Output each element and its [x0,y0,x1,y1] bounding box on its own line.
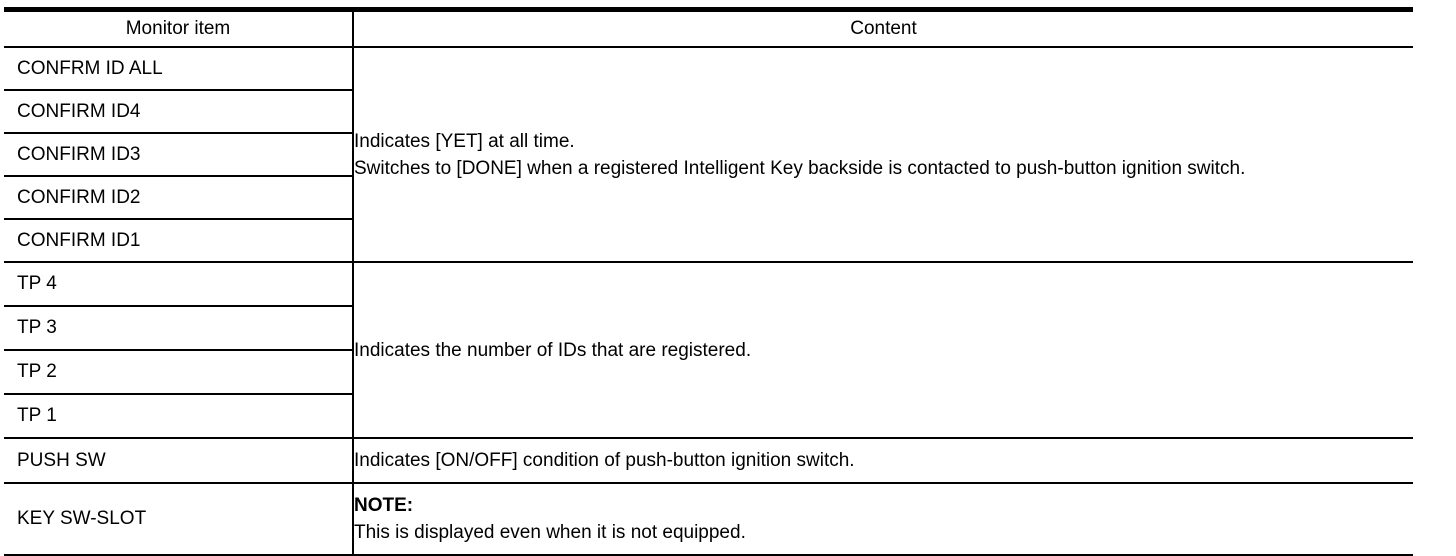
content-cell: Indicates [YET] at all time. Switches to… [352,47,1413,263]
table-row: TP 1 [4,394,1413,439]
content-line: This is displayed even when it is not eq… [354,522,746,543]
content-text: Indicates [YET] at all time. Switches to… [354,128,1359,182]
monitor-item-cell: TP 2 [4,350,353,395]
monitor-item-cell: CONFIRM ID1 [4,219,353,263]
content-text: Indicates the number of IDs that are reg… [354,337,1359,364]
content-cell: Indicates the number of IDs that are reg… [352,262,1413,439]
column-header-monitor-item: Monitor item [4,9,353,48]
content-line: Indicates [YET] at all time. [354,130,575,152]
monitor-item-cell: KEY SW-SLOT [4,483,353,556]
content-cell: Indicates [ON/OFF] condition of push-but… [352,438,1413,484]
table-row: PUSH SW Indicates [ON/OFF] condition of … [4,438,1413,484]
table-row: TP 3 [4,306,1413,351]
monitor-item-cell: TP 1 [4,394,353,439]
content-text: Indicates [ON/OFF] condition of push-but… [354,447,1359,474]
column-header-content: Content [352,9,1413,48]
table-row: CONFIRM ID3 [4,133,1413,177]
table-row: KEY SW-SLOT NOTE: This is displayed even… [4,483,1413,556]
monitor-item-cell: TP 4 [4,262,353,307]
note-label: NOTE: [354,495,414,516]
table-row: CONFIRM ID1 [4,219,1413,263]
monitor-item-cell: CONFIRM ID3 [4,133,353,177]
content-line: Indicates the number of IDs that are reg… [354,339,752,361]
table-row: TP 4 Indicates the number of IDs that ar… [4,262,1413,439]
content-line: Switches to [DONE] when a registered Int… [354,157,1246,179]
table-row: CONFIRM ID2 [4,176,1413,220]
monitor-item-cell: CONFRM ID ALL [4,47,353,91]
content-text: NOTE: This is displayed even when it is … [354,492,1359,546]
monitor-item-cell: CONFIRM ID2 [4,176,353,220]
monitor-item-table: Monitor item Content CONFRM ID ALL Indic… [4,7,1413,556]
table-row: TP 2 [4,350,1413,395]
content-line: Indicates [ON/OFF] condition of push-but… [354,450,855,471]
content-cell: NOTE: This is displayed even when it is … [352,483,1413,556]
monitor-item-cell: CONFIRM ID4 [4,90,353,134]
table-row: CONFIRM ID4 [4,90,1413,134]
header-row: Monitor item Content [4,9,1413,48]
monitor-item-cell: PUSH SW [4,438,353,484]
monitor-item-cell: TP 3 [4,306,353,351]
table-row: CONFRM ID ALL Indicates [YET] at all tim… [4,47,1413,263]
